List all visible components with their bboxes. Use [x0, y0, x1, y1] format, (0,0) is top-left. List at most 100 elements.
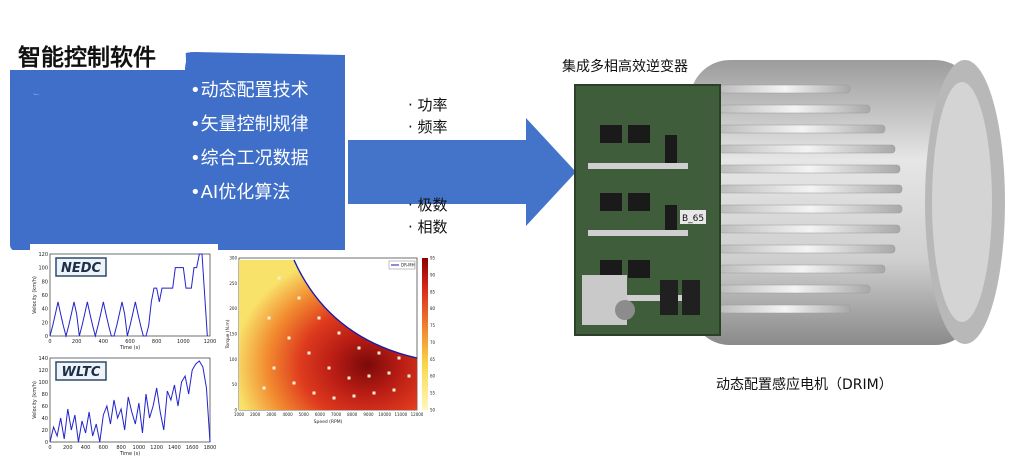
x-tick-label: 3000 — [266, 412, 277, 417]
colorbar-tick-label: 60 — [430, 374, 436, 379]
x-tick-label: 1000 — [177, 339, 190, 345]
x-tick-label: 4000 — [282, 412, 293, 417]
colorbar-tick-label: 75 — [430, 323, 436, 328]
colorbar-tick-label: 55 — [430, 391, 436, 396]
cycle-badge — [55, 361, 107, 381]
efficiency-region — [239, 260, 417, 410]
board-label: B_65 — [682, 214, 704, 224]
operating-point — [337, 331, 341, 335]
y-tick-label: 200 — [229, 306, 237, 311]
operating-point — [397, 356, 401, 360]
y-tick-label: 150 — [229, 332, 237, 337]
operating-point — [347, 376, 351, 380]
x-tick-label: 1000 — [133, 445, 146, 451]
x-axis-label: Speed (RPM) — [314, 419, 343, 425]
feature-item: •动态配置技术 — [190, 80, 309, 101]
operating-point — [367, 374, 371, 378]
arrow-label-frequency: · 频率 — [408, 118, 448, 136]
series-line — [49, 360, 211, 443]
y-tick-label: 80 — [42, 279, 48, 285]
colorbar-tick-label: 90 — [430, 272, 436, 277]
x-tick-label: 7000 — [331, 412, 342, 417]
operating-point — [332, 396, 336, 400]
colorbar-tick-label: 85 — [430, 289, 436, 294]
x-tick-label: 600 — [99, 445, 109, 451]
torque-limit-line — [293, 259, 418, 359]
big-arrow-icon — [348, 118, 576, 226]
operating-point — [357, 346, 361, 350]
x-tick-label: 800 — [116, 445, 126, 451]
colorbar — [422, 258, 428, 410]
legend-box — [388, 260, 416, 270]
operating-point — [407, 374, 411, 378]
motor-inverter-image: B_65 — [574, 60, 1005, 345]
operating-point — [377, 351, 381, 355]
legend-label: DR-MH — [401, 263, 415, 268]
y-tick-label: 80 — [42, 392, 48, 398]
cycle-badge-label: NEDC — [61, 261, 102, 276]
feature-list: •动态配置技术 •矢量控制规律 •综合工况数据 •AI优化算法 — [190, 74, 309, 210]
cycle-badge — [55, 257, 107, 277]
operating-point — [272, 366, 276, 370]
x-tick-label: 1800 — [204, 445, 217, 451]
x-tick-label: 1400 — [168, 445, 181, 451]
y-tick-label: 0 — [234, 408, 237, 413]
x-tick-label: 200 — [63, 445, 73, 451]
y-tick-label: 100 — [229, 357, 237, 362]
y-axis-label: Velocity (km/h) — [32, 381, 38, 419]
x-axis-label: Time (s) — [119, 451, 140, 457]
x-tick-label: 5000 — [299, 412, 310, 417]
arrow-label-power: · 功率 — [408, 96, 448, 114]
operating-point — [352, 394, 356, 398]
x-tick-label: 10000 — [378, 412, 391, 417]
y-tick-label: 0 — [45, 334, 48, 340]
y-tick-label: 60 — [42, 404, 48, 410]
y-tick-label: 100 — [38, 266, 48, 272]
y-tick-label: 100 — [38, 380, 48, 386]
operating-point — [392, 388, 396, 392]
operating-point — [287, 336, 291, 340]
colorbar-tick-label: 80 — [430, 306, 436, 311]
y-axis-label: Torque (N.m) — [225, 319, 231, 349]
x-tick-label: 600 — [125, 339, 135, 345]
y-tick-label: 20 — [42, 428, 48, 434]
operating-point — [292, 381, 296, 385]
x-tick-label: 9000 — [363, 412, 374, 417]
operating-point — [317, 316, 321, 320]
y-tick-label: 40 — [42, 416, 48, 422]
x-tick-label: 1200 — [204, 339, 217, 345]
x-tick-label: 800 — [152, 339, 162, 345]
operating-point — [327, 366, 331, 370]
y-tick-label: 20 — [42, 320, 48, 326]
operating-point — [307, 351, 311, 355]
y-tick-label: 50 — [232, 382, 238, 387]
y-tick-label: 40 — [42, 307, 48, 313]
series-line — [49, 253, 208, 338]
feature-item: •综合工况数据 — [190, 148, 309, 169]
x-tick-label: 1000 — [234, 412, 245, 417]
software-scroll-shape — [8, 30, 345, 250]
operating-point — [312, 391, 316, 395]
y-tick-label: 250 — [229, 281, 237, 286]
x-tick-label: 1600 — [186, 445, 199, 451]
y-tick-label: 140 — [38, 356, 48, 362]
feature-item: •矢量控制规律 — [190, 114, 309, 135]
y-axis-label: Velocity (km/h) — [32, 276, 38, 314]
motor-title: 动态配置感应电机（DRIM） — [716, 377, 893, 393]
operating-point — [372, 391, 376, 395]
x-tick-label: 200 — [72, 339, 82, 345]
y-tick-label: 300 — [229, 256, 237, 261]
y-tick-label: 120 — [38, 252, 48, 258]
colorbar-tick-label: 50 — [430, 408, 436, 413]
operating-point — [267, 316, 271, 320]
operating-point — [277, 276, 281, 280]
x-tick-label: 400 — [99, 339, 109, 345]
colorbar-tick-label: 95 — [430, 256, 436, 261]
colorbar-tick-label: 70 — [430, 340, 436, 345]
y-tick-label: 60 — [42, 293, 48, 299]
feature-item: •AI优化算法 — [190, 182, 291, 203]
inverter-title: 集成多相高效逆变器 — [562, 59, 688, 75]
